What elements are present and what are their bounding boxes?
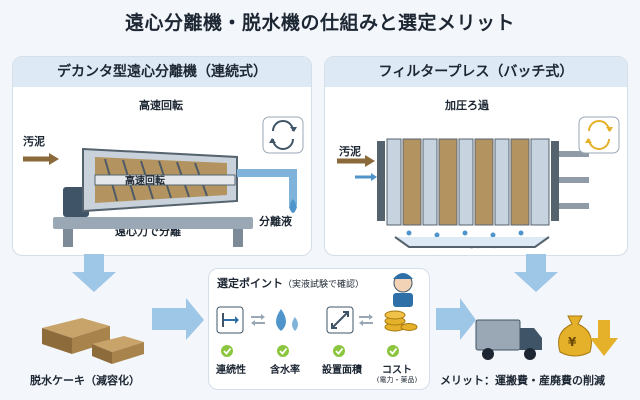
decanter-panel: デカンタ型遠心分離機（連続式） 高速回転 汚泥 分離液 遠心力で分離 高速回転 <box>12 56 312 256</box>
currency-symbol: ¥ <box>568 335 577 349</box>
rotate-arrows-icon <box>578 116 620 154</box>
area-expand-icon <box>326 306 354 334</box>
water-drops-icon <box>276 309 298 331</box>
selection-points-box: 選定ポイント（実液試験で確認） <box>208 268 430 390</box>
filter-press-illustration <box>337 116 620 248</box>
rotate-arrows-icon <box>262 116 304 154</box>
flow-arrows <box>72 254 558 340</box>
decanter-heading: デカンタ型遠心分離機（連続式） <box>13 57 311 87</box>
criterion-footprint: 設置面積 <box>322 365 362 376</box>
decanter-output-label: 分離液 <box>259 215 292 228</box>
filter-top-label: 加圧ろ過 <box>445 99 489 112</box>
coin-stack-icon <box>384 310 418 332</box>
filter-press-panel: フィルタープレス（バッチ式） 加圧ろ過 汚泥 ケーキ状にする <box>324 56 628 256</box>
cake-bricks-icon <box>42 318 144 364</box>
decanter-input-label: 汚泥 <box>23 135 45 148</box>
criterion-cost-note: (電力・薬品) <box>376 376 418 384</box>
down-arrow-left <box>72 254 116 292</box>
selection-heading-text: 選定ポイント <box>217 277 283 290</box>
continuous-flow-icon <box>216 306 244 334</box>
decanter-inner-label: 高速回転 <box>125 174 165 187</box>
filtrate-tray <box>394 236 550 248</box>
filter-plates <box>386 138 550 226</box>
criterion-cost: コスト <box>382 365 412 376</box>
right-arrow-to-points <box>152 298 204 340</box>
right-arrow-to-merit <box>436 298 476 340</box>
decanter-illustration: 高速回転 <box>23 116 304 247</box>
decanter-top-label: 高速回転 <box>139 99 183 112</box>
down-arrow-right <box>514 254 558 292</box>
check-icons <box>221 345 399 357</box>
engineer-avatar <box>393 273 413 307</box>
criterion-continuity: 連続性 <box>216 365 246 376</box>
swap-arrows-icon <box>251 314 265 326</box>
selection-icons <box>216 273 418 357</box>
filtrate-drops <box>406 230 524 238</box>
merit-illustration: ¥ <box>475 315 618 360</box>
selection-heading: 選定ポイント（実液試験で確認） <box>217 275 364 291</box>
filter-input-label: 汚泥 <box>339 145 361 158</box>
truck-icon <box>475 319 542 360</box>
merit-label: メリット：運搬費・産廃費の削減 <box>440 374 605 387</box>
cake-label: 脱水ケーキ（減容化） <box>30 374 140 387</box>
decanter-base <box>53 217 253 229</box>
money-bag-icon: ¥ <box>558 315 592 357</box>
swap-arrows-icon <box>359 314 373 326</box>
selection-heading-note: （実液試験で確認） <box>283 280 365 290</box>
page-title: 遠心分離機・脱水機の仕組みと選定メリット <box>124 12 515 34</box>
screw-shaft <box>94 174 236 186</box>
filter-press-heading: フィルタープレス（バッチ式） <box>325 57 627 87</box>
water-drop-icon <box>289 199 297 213</box>
output-pipe <box>237 169 297 205</box>
down-arrow-icon <box>590 320 618 356</box>
criterion-moisture: 含水率 <box>270 365 300 376</box>
